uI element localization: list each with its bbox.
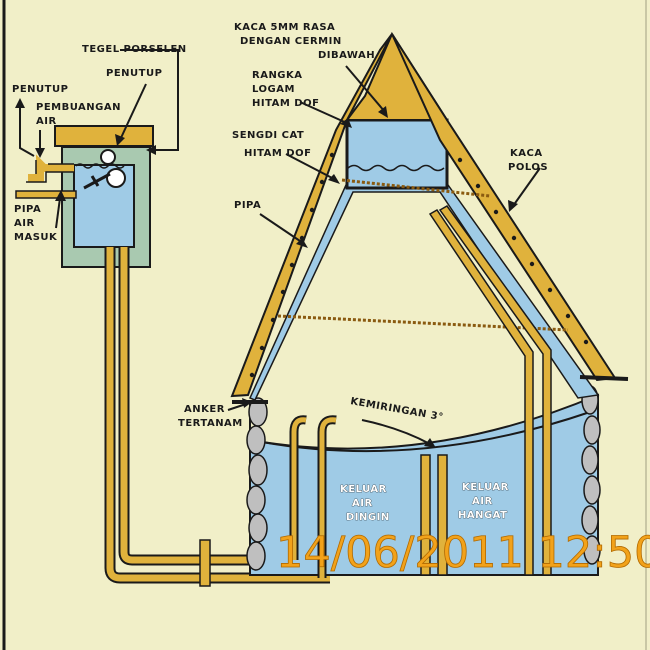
overflow-pipe xyxy=(28,154,74,182)
label-anchor-1: ANKER xyxy=(184,404,225,415)
label-cold-out-1: KELUAR xyxy=(340,484,387,495)
right-beam-rivets xyxy=(457,157,589,345)
feed-pipes xyxy=(104,247,330,587)
label-clear-glass-2: POLOS xyxy=(508,162,548,173)
right-stone-wall xyxy=(581,385,601,565)
label-tile: TEGEL PORSELEN xyxy=(82,44,187,55)
tank-lid xyxy=(54,125,154,147)
arrow-seal xyxy=(285,153,337,181)
internal-pipe-2 xyxy=(438,205,552,576)
cold-outlet-pipe-2-fill xyxy=(319,417,337,578)
label-seal-2: HITAM DOF xyxy=(244,148,311,159)
still-basin xyxy=(246,385,601,578)
internal-pipe-1 xyxy=(428,209,534,576)
float-valve-icon xyxy=(106,168,126,188)
label-seal-1: SENGDI CAT xyxy=(232,130,304,141)
arrow-glass-top xyxy=(345,65,386,113)
arrow-anchor xyxy=(227,403,247,411)
arrow-tile xyxy=(120,49,179,151)
label-cold-out-3: DINGIN xyxy=(346,512,390,523)
cold-outlet-pipe-1-fill xyxy=(291,417,307,560)
label-hot-out-1: KELUAR xyxy=(462,482,509,493)
arrow-pipe xyxy=(259,213,304,244)
label-glass-top-3: DIBAWAH xyxy=(318,50,375,61)
label-inlet-2: AIR xyxy=(14,218,35,229)
arrow-frame xyxy=(299,101,350,125)
arrow-cover-left xyxy=(19,104,35,157)
arrow-cover-right xyxy=(119,83,147,141)
tank-water-waves xyxy=(75,163,125,169)
feed-pipe-inner-fill xyxy=(120,247,330,564)
label-glass-top-1: KACA 5MM RASA xyxy=(234,22,335,33)
arrow-clear-glass xyxy=(512,167,541,207)
label-glass-top-2: DENGAN CERMIN xyxy=(240,36,342,47)
arrow-heads xyxy=(15,98,518,448)
label-cold-out-2: AIR xyxy=(352,498,373,509)
label-frame-2: LOGAM xyxy=(252,84,295,95)
inner-glass-band xyxy=(248,184,600,401)
label-anchor-2: TERTANAM xyxy=(178,418,243,429)
label-frame-1: RANGKA xyxy=(252,70,303,81)
label-clear-glass-1: KACA xyxy=(510,148,543,159)
arrow-inlet xyxy=(55,197,61,229)
left-stone-wall xyxy=(246,397,268,571)
glass-cover xyxy=(230,31,629,576)
right-anchor-bolt xyxy=(579,375,629,381)
label-cover-right: PENUTUP xyxy=(106,68,162,79)
hot-outlet-pipe-2 xyxy=(437,454,448,576)
float-arm-2 xyxy=(90,175,100,187)
glass-top-waves xyxy=(347,164,445,172)
feed-pipe-outer-fill xyxy=(106,247,330,582)
label-inlet-3: MASUK xyxy=(14,232,58,243)
lower-tie-rod xyxy=(277,314,569,332)
overflow-pipe-outline xyxy=(26,160,74,183)
label-pipe: PIPA xyxy=(234,200,261,211)
label-frame-3: HITAM DOF xyxy=(252,98,319,109)
float-ball-icon xyxy=(100,149,116,165)
label-inlet-1: PIPA xyxy=(14,204,41,215)
glass-top-chamber xyxy=(345,118,449,190)
label-hot-out-3: HANGAT xyxy=(458,510,507,521)
left-beam-rivets xyxy=(249,152,335,378)
label-cover-left: PENUTUP xyxy=(12,84,68,95)
label-overflow-2: AIR xyxy=(36,116,57,127)
pipe-clamp xyxy=(199,539,211,587)
header-tank xyxy=(15,125,154,268)
label-overflow-1: PEMBUANGAN xyxy=(36,102,121,113)
hot-outlet-pipe-1 xyxy=(420,454,431,576)
arrow-slope xyxy=(361,419,431,445)
camera-timestamp: 14/06/2011 12:50 xyxy=(276,528,650,578)
float-arm xyxy=(83,172,111,190)
inlet-pipe xyxy=(15,190,77,199)
diagram-labels: KACA 5MM RASA DENGAN CERMIN DIBAWAH TEGE… xyxy=(12,22,548,523)
label-hot-out-2: AIR xyxy=(472,496,493,507)
pointer-arrows xyxy=(19,49,541,445)
